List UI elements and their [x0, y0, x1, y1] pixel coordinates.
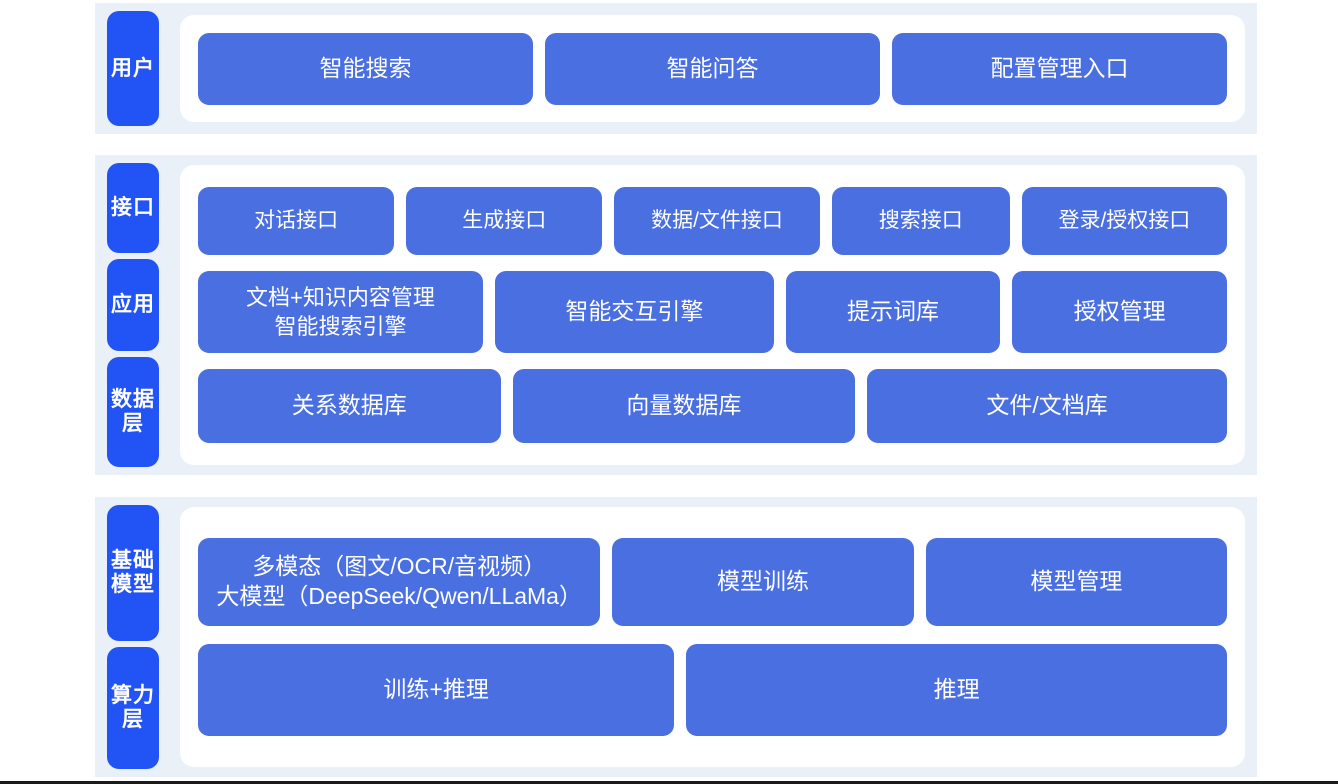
card-data-file-interface[interactable]: 数据/文件接口	[614, 187, 820, 255]
panel-user: 智能搜索 智能问答 配置管理入口	[180, 15, 1245, 122]
layer-tag-data[interactable]: 数据层	[107, 357, 159, 467]
card-intelligent-interaction-engine[interactable]: 智能交互引擎	[494, 271, 774, 353]
card-login-auth-interface[interactable]: 登录/授权接口	[1021, 187, 1227, 255]
card-relational-database[interactable]: 关系数据库	[198, 369, 501, 443]
row-user-entries: 智能搜索 智能问答 配置管理入口	[198, 32, 1227, 105]
card-search-interface[interactable]: 搜索接口	[831, 187, 1010, 255]
card-config-management-entry[interactable]: 配置管理入口	[892, 32, 1227, 105]
card-file-document-store[interactable]: 文件/文档库	[867, 369, 1227, 443]
card-prompt-library[interactable]: 提示词库	[785, 271, 1001, 353]
card-training-and-inference[interactable]: 训练+推理	[198, 644, 675, 736]
card-dialog-interface[interactable]: 对话接口	[198, 187, 395, 255]
row-interface: 对话接口 生成接口 数据/文件接口 搜索接口 登录/授权接口	[198, 187, 1227, 255]
layer-rail-infrastructure: 基础模型 算力层	[95, 497, 180, 777]
card-model-management[interactable]: 模型管理	[925, 538, 1227, 626]
bottom-divider	[0, 781, 1338, 784]
layer-tag-user[interactable]: 用户	[107, 11, 159, 126]
card-document-knowledge-management[interactable]: 文档+知识内容管理 智能搜索引擎	[198, 271, 483, 353]
card-model-training[interactable]: 模型训练	[612, 538, 914, 626]
section-user: 用户 智能搜索 智能问答 配置管理入口	[95, 3, 1257, 134]
layer-rail-user: 用户	[95, 3, 180, 134]
section-infrastructure: 基础模型 算力层 多模态（图文/OCR/音视频） 大模型（DeepSeek/Qw…	[95, 497, 1257, 777]
row-application: 文档+知识内容管理 智能搜索引擎 智能交互引擎 提示词库 授权管理	[198, 271, 1227, 353]
layer-tag-interface[interactable]: 接口	[107, 163, 159, 253]
card-intelligent-search[interactable]: 智能搜索	[198, 32, 533, 105]
layer-tag-foundation-model[interactable]: 基础模型	[107, 505, 159, 641]
card-inference[interactable]: 推理	[686, 644, 1227, 736]
row-data-layer: 关系数据库 向量数据库 文件/文档库	[198, 369, 1227, 443]
card-authorization-management[interactable]: 授权管理	[1012, 271, 1227, 353]
panel-infrastructure: 多模态（图文/OCR/音视频） 大模型（DeepSeek/Qwen/LLaMa）…	[180, 507, 1245, 767]
card-vector-database[interactable]: 向量数据库	[512, 369, 856, 443]
card-multimodal-large-model[interactable]: 多模态（图文/OCR/音视频） 大模型（DeepSeek/Qwen/LLaMa）	[198, 538, 601, 626]
panel-platform: 对话接口 生成接口 数据/文件接口 搜索接口 登录/授权接口 文档+知识内容管理…	[180, 165, 1245, 465]
row-foundation-model: 多模态（图文/OCR/音视频） 大模型（DeepSeek/Qwen/LLaMa）…	[198, 538, 1227, 626]
card-intelligent-qa[interactable]: 智能问答	[545, 32, 880, 105]
row-compute-layer: 训练+推理 推理	[198, 644, 1227, 736]
layer-tag-application[interactable]: 应用	[107, 259, 159, 351]
layer-rail-platform: 接口 应用 数据层	[95, 155, 180, 475]
layer-tag-compute[interactable]: 算力层	[107, 647, 159, 769]
section-platform: 接口 应用 数据层 对话接口 生成接口 数据/文件接口 搜索接口 登录/授权接口…	[95, 155, 1257, 475]
card-generation-interface[interactable]: 生成接口	[406, 187, 603, 255]
